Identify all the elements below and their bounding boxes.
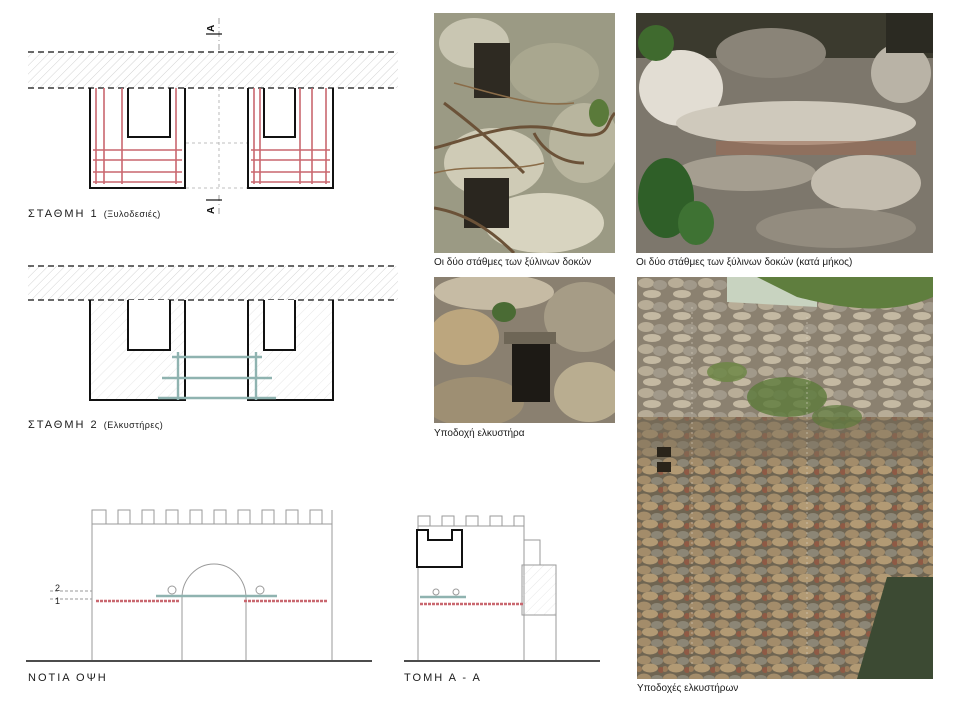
- wall-hatch-band: [28, 52, 398, 88]
- elevation-beams: [96, 594, 328, 603]
- photo-caption-1: Οι δύο στάθμες των ξύλινων δοκών: [434, 257, 592, 268]
- photo-caption-4: Υποδοχές ελκυστήρων: [637, 683, 739, 694]
- photo-caption-2: Οι δύο στάθμες των ξύλινων δοκών (κατά μ…: [636, 257, 853, 268]
- caption-level-1-subtitle: (Ξυλοδεσιές): [103, 209, 161, 219]
- timber-beams-right: [251, 88, 330, 184]
- pier-right: [247, 88, 334, 189]
- caption-south-elevation: ΝΟΤΙΑ ΟΨΗ: [28, 672, 108, 684]
- steel-ties: [158, 352, 276, 400]
- caption-section-a-a: ΤΟΜΗ Α - Α: [404, 672, 482, 684]
- level-label-2: 2: [55, 583, 60, 593]
- caption-level-1: ΣΤΑΘΜΗ 1 (Ξυλοδεσιές): [28, 208, 161, 220]
- section-marker-top: A: [206, 25, 217, 32]
- south-elevation: [50, 509, 333, 660]
- caption-level-2-title: ΣΤΑΘΜΗ 2: [28, 419, 99, 431]
- photo-timber-levels: [434, 13, 615, 253]
- caption-level-2: ΣΤΑΘΜΗ 2 (Ελκυστήρες): [28, 419, 163, 431]
- level-label-1: 1: [55, 596, 60, 606]
- pier-left: [89, 88, 186, 189]
- plan-level-2: [28, 265, 398, 401]
- photo-caption-3: Υποδοχή ελκυστήρα: [434, 428, 525, 439]
- photo-timber-lengthwise: [636, 13, 933, 253]
- photo-tie-sockets-wall: [637, 277, 933, 679]
- section-marker-bottom: A: [206, 207, 217, 214]
- section-a-a: [416, 515, 557, 660]
- timber-beams-left: [93, 88, 182, 184]
- plan-level-1: A A: [28, 18, 398, 215]
- photo-tie-socket: [434, 277, 615, 423]
- caption-level-1-title: ΣΤΑΘΜΗ 1: [28, 208, 99, 220]
- caption-level-2-subtitle: (Ελκυστήρες): [103, 420, 164, 430]
